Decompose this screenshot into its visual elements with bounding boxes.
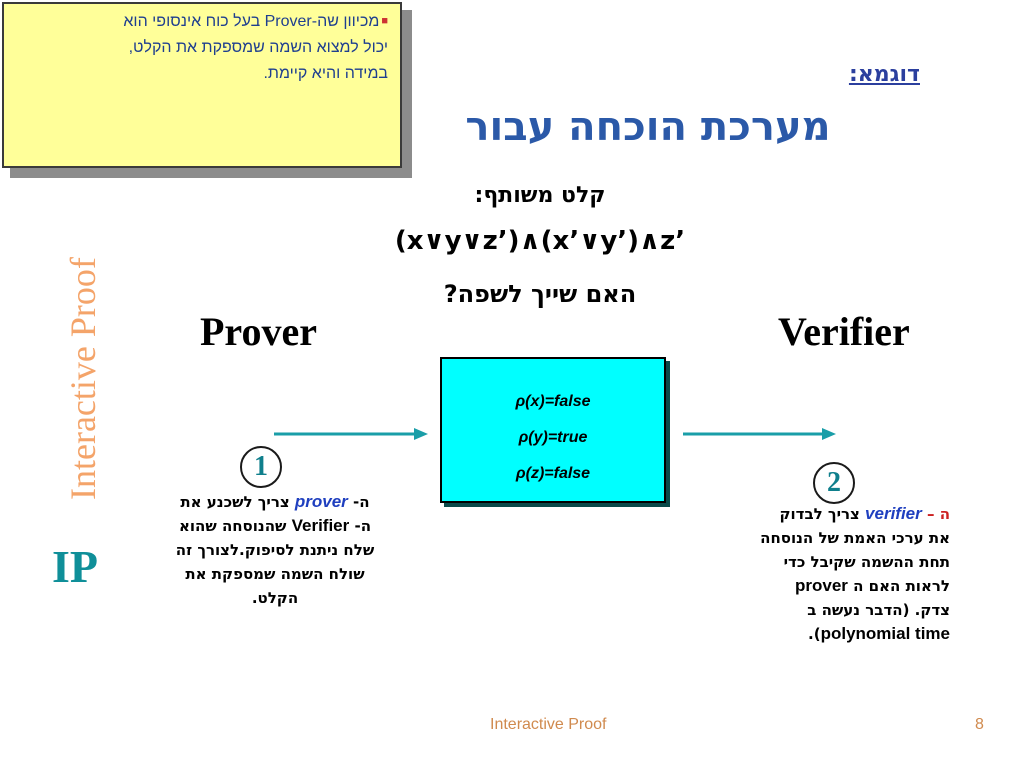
example-label: דוגמא: — [848, 62, 920, 87]
step-2-badge: 2 — [813, 462, 855, 504]
assignment-box: ρ(x)=false ρ(y)=true ρ(z)=false — [440, 357, 666, 503]
note-line-3: במידה והיא קיימת. — [263, 65, 388, 82]
prover-label: Prover — [200, 309, 317, 354]
shared-input-label: קלט משותף: — [474, 183, 606, 208]
verifier-description: ה – verifier צריך לבדוק את ערכי האמת של … — [760, 504, 950, 643]
assignment-x: ρ(x)=false — [515, 393, 591, 410]
prover-to-box-arrow — [274, 428, 428, 440]
note-line-1: ■מכיוון שה-Prover בעל כוח אינסופי הוא — [123, 13, 388, 30]
slide-title: מערכת הוכחה עבור — [465, 104, 831, 150]
side-abbrev: IP — [52, 541, 98, 592]
page-number: 8 — [975, 716, 984, 733]
note-line-2: יכול למצוא השמה שמספקת את הקלט, — [128, 39, 388, 56]
verifier-label: Verifier — [778, 309, 910, 354]
step-1-badge: 1 — [240, 446, 282, 488]
info-note: ■מכיוון שה-Prover בעל כוח אינסופי הוא יכ… — [2, 2, 402, 168]
assignment-y: ρ(y)=true — [518, 429, 588, 446]
assignment-z: ρ(z)=false — [515, 465, 591, 482]
question: האם שייך לשפה? — [443, 280, 637, 308]
formula: (x∨y∨z’)∧(x’∨y’)∧z’ — [394, 226, 686, 256]
bullet-icon: ■ — [381, 15, 388, 27]
box-to-verifier-arrow — [683, 428, 836, 440]
footer-title: Interactive Proof — [490, 716, 607, 733]
prover-description: ה- prover צריך לשכנע את ה- Verifier שהנו… — [175, 492, 375, 607]
